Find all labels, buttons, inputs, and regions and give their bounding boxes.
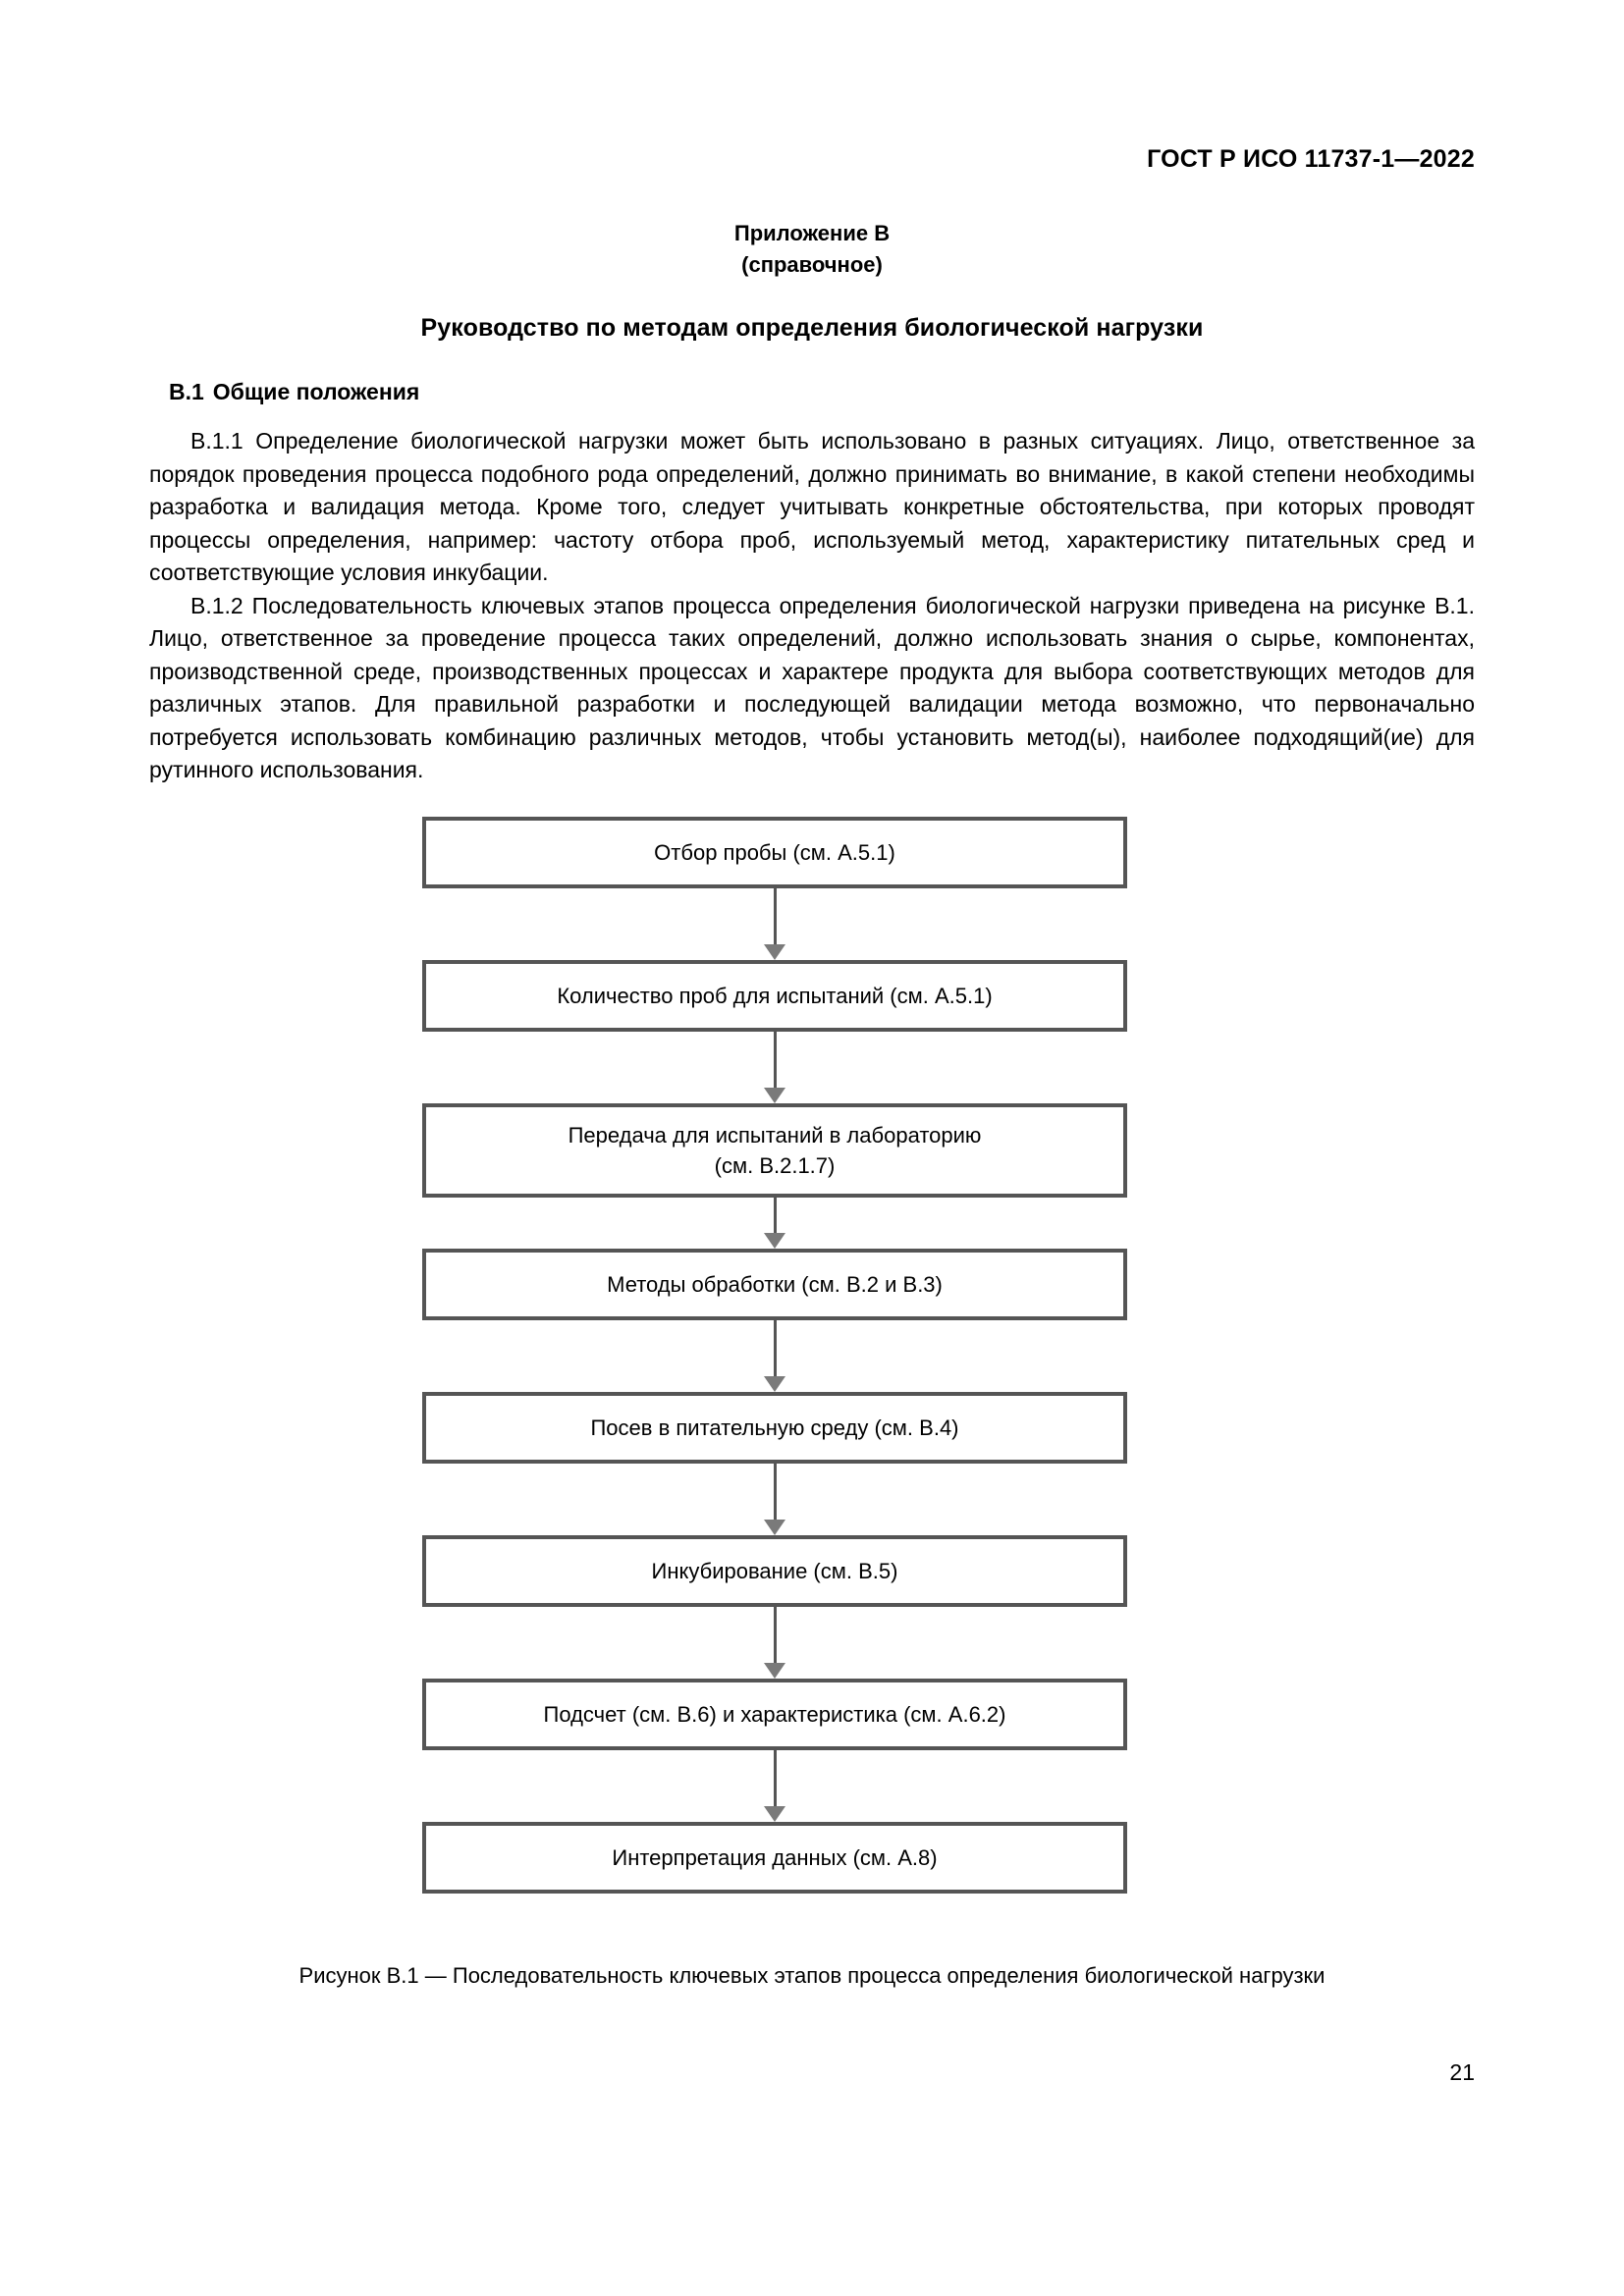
arrow-head-icon xyxy=(764,1806,785,1822)
body-content: В.1 Общие положения В.1.1 Определение био… xyxy=(149,379,1475,787)
flow-arrow xyxy=(422,1750,1127,1822)
flow-arrow xyxy=(422,1464,1127,1535)
arrow-line xyxy=(773,1464,777,1522)
arrow-line xyxy=(773,1750,777,1809)
flow-node-incubation: Инкубирование (см. В.5) xyxy=(422,1535,1127,1607)
arrow-head-icon xyxy=(764,1233,785,1249)
document-header-standard-id: ГОСТ Р ИСО 11737-1—2022 xyxy=(1147,145,1475,173)
annex-main-heading: Руководство по методам определения биоло… xyxy=(420,314,1204,342)
flow-node-label: Количество проб для испытаний (см. А.5.1… xyxy=(557,984,993,1008)
arrow-head-icon xyxy=(764,1520,785,1535)
flow-node-label: Интерпретация данных (см. А.8) xyxy=(612,1845,938,1870)
flow-arrow xyxy=(422,1320,1127,1392)
flow-node-label: Посев в питательную среду (см. В.4) xyxy=(590,1415,959,1440)
annex-subtitle: (справочное) xyxy=(741,252,883,277)
arrow-head-icon xyxy=(764,944,785,960)
flow-arrow xyxy=(422,888,1127,960)
flow-node-label: Отбор пробы (см. А.5.1) xyxy=(654,840,895,865)
paragraph-b11: В.1.1 Определение биологической нагрузки… xyxy=(149,428,1475,585)
bioburden-flowchart: Отбор пробы (см. А.5.1) Количество проб … xyxy=(422,817,1127,1894)
flow-arrow xyxy=(422,1032,1127,1103)
flow-node-label: Подсчет (см. В.6) и характеристика (см. … xyxy=(543,1702,1006,1727)
arrow-head-icon xyxy=(764,1663,785,1679)
flow-node-sample-count: Количество проб для испытаний (см. А.5.1… xyxy=(422,960,1127,1032)
flow-arrow xyxy=(422,1607,1127,1679)
flow-node-sampling: Отбор пробы (см. А.5.1) xyxy=(422,817,1127,888)
flow-node-label: Инкубирование (см. В.5) xyxy=(651,1559,898,1583)
arrow-line xyxy=(773,1607,777,1666)
arrow-line xyxy=(773,888,777,947)
flow-node-plating: Посев в питательную среду (см. В.4) xyxy=(422,1392,1127,1464)
annex-heading-block: Приложение В (справочное) xyxy=(0,218,1624,281)
flow-node-transfer-to-lab: Передача для испытаний в лабораторию (см… xyxy=(422,1103,1127,1198)
flow-node-label: Передача для испытаний в лабораторию (см… xyxy=(568,1123,982,1178)
arrow-line xyxy=(773,1032,777,1091)
flow-node-data-interpretation: Интерпретация данных (см. А.8) xyxy=(422,1822,1127,1894)
section-number: В.1 xyxy=(169,379,204,404)
arrow-line xyxy=(773,1198,777,1236)
paragraph-b12: В.1.2 Последовательность ключевых этапов… xyxy=(149,592,1475,783)
figure-caption: Рисунок В.1 — Последовательность ключевы… xyxy=(298,1963,1326,1988)
flow-node-treatment-methods: Методы обработки (см. В.2 и В.3) xyxy=(422,1249,1127,1320)
flow-node-label: Методы обработки (см. В.2 и В.3) xyxy=(607,1272,943,1297)
page-number: 21 xyxy=(1449,2059,1475,2085)
section-heading: В.1 Общие положения xyxy=(169,379,1475,405)
flow-node-enumeration: Подсчет (см. В.6) и характеристика (см. … xyxy=(422,1679,1127,1750)
arrow-line xyxy=(773,1320,777,1379)
flow-arrow xyxy=(422,1198,1127,1249)
annex-title: Приложение В xyxy=(733,221,891,245)
arrow-head-icon xyxy=(764,1088,785,1103)
section-title: Общие положения xyxy=(212,379,420,404)
arrow-head-icon xyxy=(764,1376,785,1392)
